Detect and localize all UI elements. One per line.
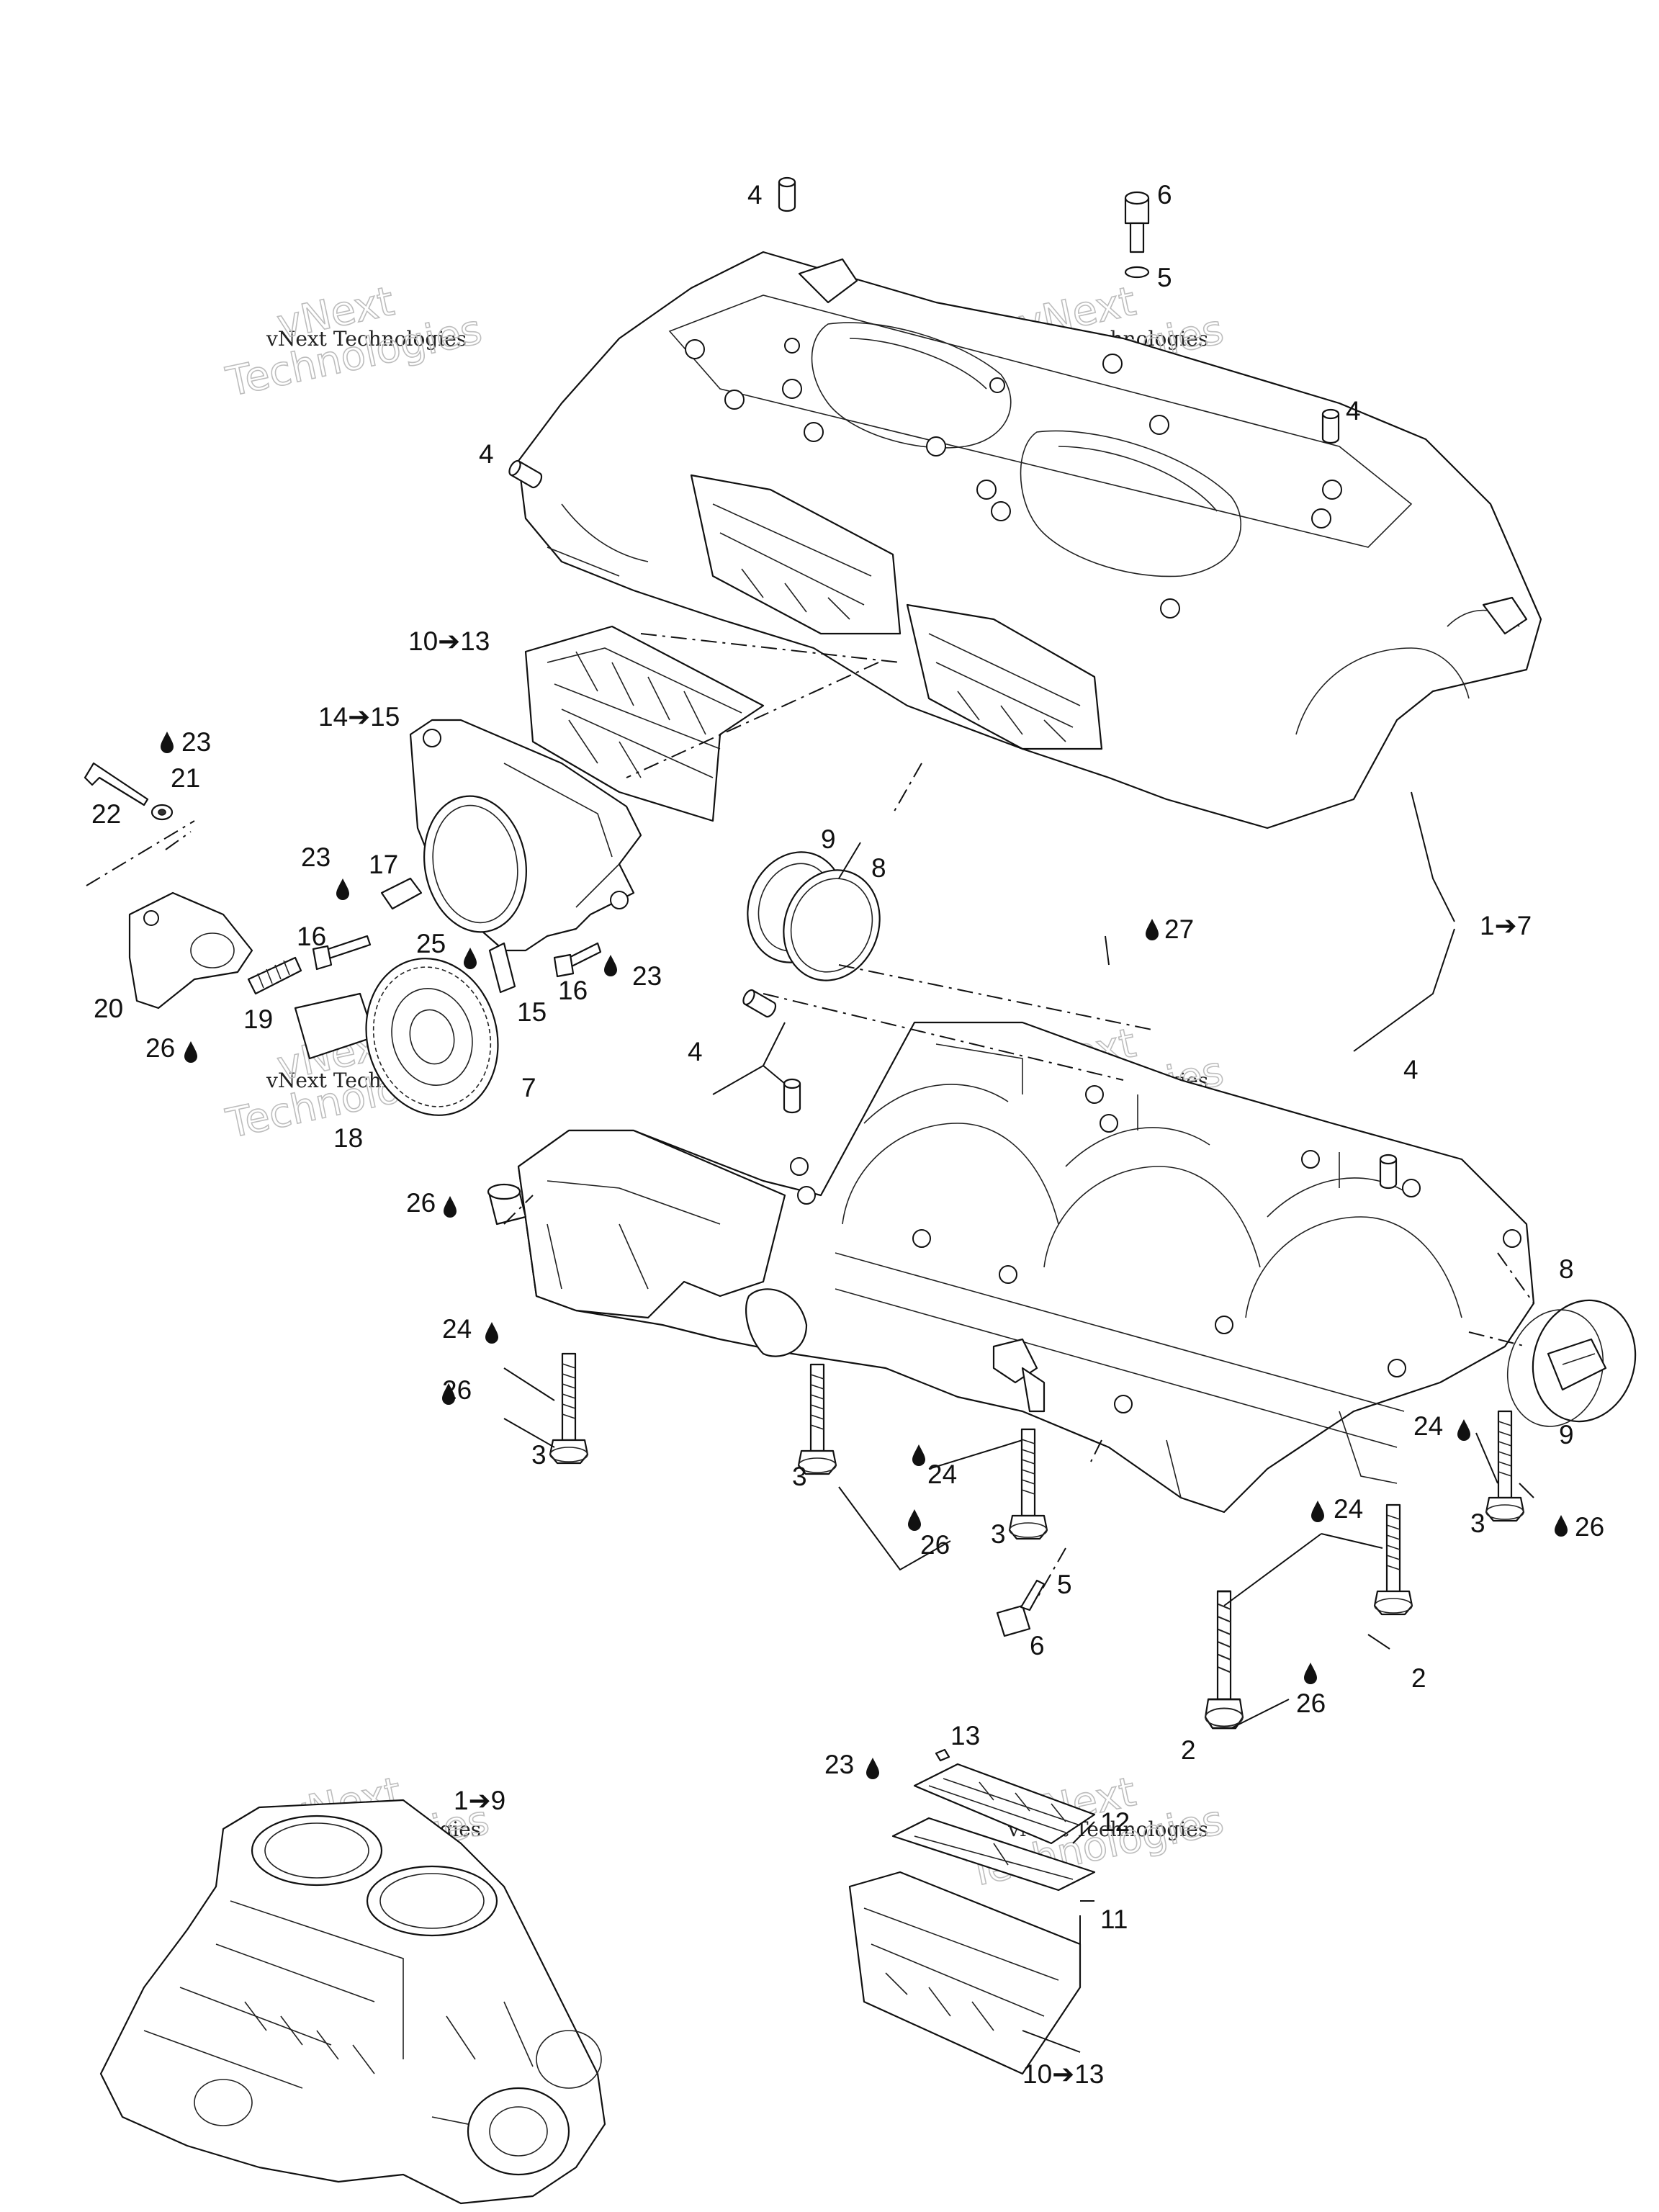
callout-1-7: 1➔7 xyxy=(1480,911,1532,940)
callout-23-b: 23 xyxy=(301,842,331,872)
callout-26-f: 26 xyxy=(1296,1689,1326,1718)
oil-drop-icon xyxy=(866,1758,879,1779)
callout-23-a: 23 xyxy=(181,727,211,757)
callout-4-top: 4 xyxy=(747,180,763,210)
callout-22: 22 xyxy=(91,799,121,829)
callout-15: 15 xyxy=(517,997,547,1027)
callout-25: 25 xyxy=(416,929,446,958)
callout-18: 18 xyxy=(333,1123,363,1153)
callout-6-top: 6 xyxy=(1157,180,1172,210)
callout-10-13-upper: 10➔13 xyxy=(408,626,490,656)
callout-26-a: 26 xyxy=(145,1033,175,1063)
callout-27: 27 xyxy=(1164,914,1194,944)
callout-8-lower: 8 xyxy=(1559,1254,1574,1284)
watermark-upper-left: vNext Technologies vNext Technologies xyxy=(222,277,487,406)
oil-drop-icon xyxy=(912,1444,925,1466)
crank-seal-lower xyxy=(1506,1299,1637,1427)
callout-12: 12 xyxy=(1100,1807,1130,1837)
intake-adaptor xyxy=(409,719,642,952)
screw-6-top xyxy=(1124,191,1150,279)
callout-1-9: 1➔9 xyxy=(454,1786,505,1815)
callout-11: 11 xyxy=(1100,1905,1128,1934)
callout-16-b: 16 xyxy=(558,976,588,1005)
oil-drop-icon xyxy=(604,955,617,976)
callout-14-15: 14➔15 xyxy=(318,702,400,732)
oil-drop-icon xyxy=(1304,1663,1317,1684)
callout-2-b: 2 xyxy=(1181,1735,1196,1765)
callout-5-lower: 5 xyxy=(1057,1570,1072,1599)
callout-9-lower: 9 xyxy=(1559,1420,1574,1449)
callout-23-c: 23 xyxy=(632,961,662,991)
watermark-text: vNext Technologies xyxy=(266,327,467,351)
callout-3-b: 3 xyxy=(792,1462,807,1491)
callout-26-e: 26 xyxy=(1575,1512,1604,1542)
spring xyxy=(247,956,302,995)
callout-21: 21 xyxy=(171,763,200,793)
callout-10-13-lower: 10➔13 xyxy=(1022,2059,1104,2089)
callouts: 4 6 5 4 4 10➔13 14➔15 23 21 22 23 17 9 8… xyxy=(91,180,1604,2089)
callout-7: 7 xyxy=(521,1073,536,1102)
callout-19: 19 xyxy=(243,1004,273,1034)
callout-4-mid: 4 xyxy=(688,1037,703,1066)
rotary-valve-gear xyxy=(294,958,499,1116)
oil-drop-icon xyxy=(1457,1419,1470,1441)
callout-26-d: 26 xyxy=(920,1530,950,1560)
callout-24-d: 24 xyxy=(1334,1494,1363,1524)
callout-23-d: 23 xyxy=(824,1750,854,1779)
callout-24-b: 24 xyxy=(927,1460,957,1489)
oil-drop-icon xyxy=(336,878,349,900)
callout-24-a: 24 xyxy=(442,1314,472,1344)
callout-2-a: 2 xyxy=(1411,1663,1426,1693)
callout-4-right-top: 4 xyxy=(1346,396,1361,426)
callout-3-a: 3 xyxy=(531,1440,547,1470)
crank-seal-upper xyxy=(747,851,881,981)
screw-6-lower xyxy=(996,1579,1046,1637)
callout-6-lower: 6 xyxy=(1030,1631,1045,1660)
oil-drop-icon xyxy=(1555,1515,1568,1537)
bolt-22 xyxy=(84,762,174,821)
oil-drop-icon xyxy=(444,1196,457,1218)
small-fittings xyxy=(312,877,602,994)
callout-16-a: 16 xyxy=(297,922,326,951)
rotary-valve-cover xyxy=(128,891,253,1010)
callout-3-c: 3 xyxy=(991,1519,1006,1549)
oil-drop-icon xyxy=(908,1509,921,1531)
callout-17: 17 xyxy=(369,850,398,879)
oil-drop-icon xyxy=(485,1322,498,1344)
oil-drop-icon xyxy=(184,1041,197,1063)
callout-8-upper: 8 xyxy=(871,853,886,883)
upper-crankcase xyxy=(517,251,1542,830)
callout-4-right-mid: 4 xyxy=(1403,1055,1419,1084)
oil-drop-icon xyxy=(464,948,477,969)
oil-drop-icon xyxy=(161,732,174,753)
callout-4-left-top: 4 xyxy=(479,439,494,469)
oil-drop-icon xyxy=(1146,919,1159,940)
reed-valve-upper xyxy=(524,625,765,822)
reed-valve-exploded xyxy=(848,1748,1096,2075)
callout-20: 20 xyxy=(94,994,123,1023)
oil-drop-icon xyxy=(1311,1501,1324,1522)
lower-crankcase xyxy=(517,1021,1535,1514)
leader-lines xyxy=(86,633,1534,2053)
callout-24-c: 24 xyxy=(1413,1411,1443,1441)
callout-26-b: 26 xyxy=(406,1188,436,1218)
bushing xyxy=(487,1183,527,1226)
callout-3-d: 3 xyxy=(1470,1509,1485,1538)
callout-9-upper: 9 xyxy=(821,824,836,854)
engine-assembly-view xyxy=(99,1799,606,2205)
callout-13: 13 xyxy=(950,1721,980,1750)
callout-5-top: 5 xyxy=(1157,263,1172,292)
